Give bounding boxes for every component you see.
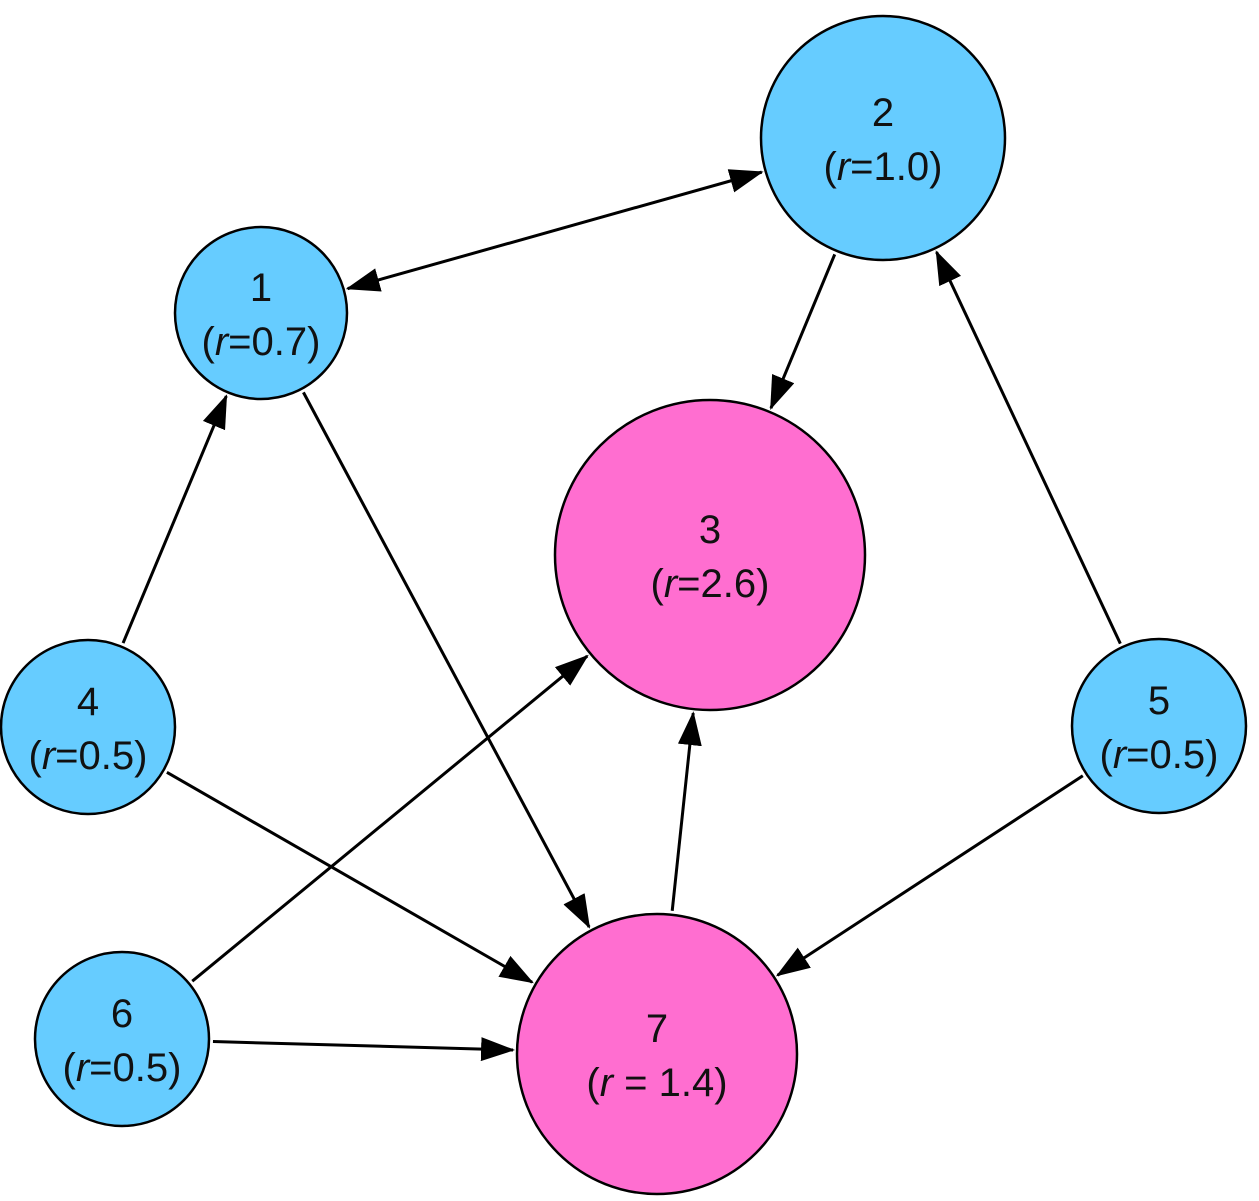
edge-6-to-3 [191,654,589,983]
node-3: 3 (r=2.6) [553,398,867,712]
node-7-rate-open: ( [586,1061,600,1105]
node-1-rate-open: ( [202,320,216,364]
node-3-rate-var: r [664,562,679,606]
node-4-circle [0,638,177,816]
node-7-circle [515,912,799,1196]
node-5: 5 (r=0.5) [1070,637,1248,815]
node-6-rate-var: r [76,1046,91,1090]
edge-6-to-7 [212,1037,516,1062]
node-7: 7 (r = 1.4) [515,912,799,1196]
edge-5-to-7 [775,774,1084,977]
node-2: 2 (r=1.0) [759,14,1007,262]
node-6-rate-label: (r=0.5) [63,1046,182,1090]
edge-4-to-1 [121,394,228,644]
edge-2-to-3 [769,253,837,410]
edge-1-to-2 [345,169,764,292]
node-6-rate-value: =0.5) [89,1046,181,1090]
edge-1-to-7 [302,391,591,929]
node-1-rate-var: r [215,320,230,364]
node-3-circle [553,398,867,712]
node-4-rate-label: (r=0.5) [29,734,148,778]
node-1-rate-value: =0.7) [228,320,320,364]
node-3-rate-open: ( [651,562,665,606]
node-3-rate-value: =2.6) [677,562,769,606]
node-2-rate-var: r [837,145,852,189]
node-4: 4 (r=0.5) [0,638,177,816]
node-1-id-label: 1 [250,266,272,310]
node-2-rate-label: (r=1.0) [824,145,943,189]
node-1: 1 (r=0.7) [173,225,349,401]
node-5-rate-open: ( [1100,733,1114,777]
node-3-rate-label: (r=2.6) [651,562,770,606]
node-5-rate-value: =0.5) [1126,733,1218,777]
node-5-id-label: 5 [1148,679,1170,723]
edge-5-to-2 [935,250,1122,645]
node-5-rate-var: r [1113,733,1128,777]
node-7-rate-label: (r = 1.4) [586,1061,727,1105]
node-6: 6 (r=0.5) [33,950,211,1128]
node-2-rate-open: ( [824,145,838,189]
node-1-rate-label: (r=0.7) [202,320,321,364]
node-2-rate-value: =1.0) [850,145,942,189]
edges-layer [121,169,1122,1062]
node-3-id-label: 3 [699,508,721,552]
node-7-rate-value: = 1.4) [613,1061,728,1105]
nodes-layer: 1(r=0.7)2(r=1.0)3(r=2.6)4(r=0.5)5(r=0.5)… [0,14,1248,1196]
node-4-rate-var: r [42,734,57,778]
node-7-rate-var: r [600,1061,615,1105]
node-2-circle [759,14,1007,262]
edge-4-to-7 [166,771,534,984]
node-4-rate-value: =0.5) [55,734,147,778]
node-5-circle [1070,637,1248,815]
node-4-rate-open: ( [29,734,43,778]
node-6-rate-open: ( [63,1046,77,1090]
node-1-circle [173,225,349,401]
edge-7-to-3 [670,711,702,911]
node-2-id-label: 2 [872,91,894,135]
node-6-id-label: 6 [111,992,133,1036]
node-5-rate-label: (r=0.5) [1100,733,1219,777]
node-7-id-label: 7 [646,1007,668,1051]
node-6-circle [33,950,211,1128]
node-4-id-label: 4 [77,680,99,724]
